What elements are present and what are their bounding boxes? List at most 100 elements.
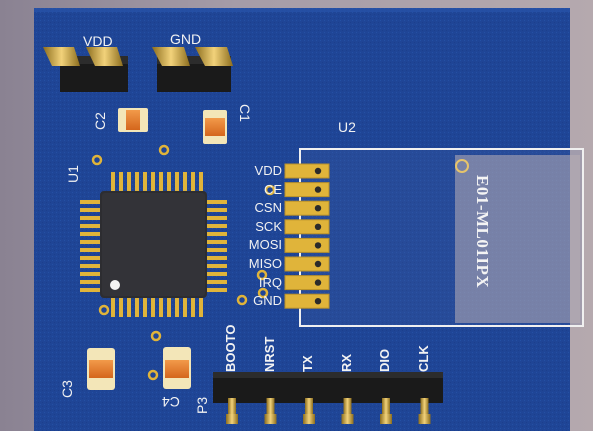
ic-pin — [80, 208, 101, 212]
u2-pad-hole — [314, 260, 322, 268]
ic-pin — [206, 232, 227, 236]
u2-pad-row — [284, 163, 330, 309]
u2-pad — [284, 200, 330, 216]
u2-pad — [284, 237, 330, 253]
header-pin-icon — [266, 398, 275, 418]
header-pin-icon — [303, 414, 315, 424]
qfp-ic-icon — [80, 172, 227, 317]
header-pin-icon — [343, 398, 352, 418]
rf-module-antenna-overhang — [455, 155, 580, 323]
ic-pin — [143, 297, 147, 317]
ic-pin — [111, 297, 115, 317]
header-pin-icon — [418, 414, 431, 424]
p3-label: P3 — [194, 396, 210, 414]
u1-label: U1 — [65, 165, 81, 183]
ic-pin — [206, 224, 227, 228]
p3-pin-label: DIO — [377, 348, 392, 372]
u2-pad-hole — [314, 242, 322, 249]
u2-pin-label: MOSI — [248, 237, 282, 253]
via-icon — [455, 159, 469, 173]
smd-capacitor-icon — [87, 348, 115, 390]
p3-pin-label: RX — [338, 353, 354, 372]
p3-pin-label: BOOTO — [223, 324, 238, 372]
p3-pin-label: TX — [300, 355, 315, 372]
ic-pin — [183, 297, 187, 317]
header-pin-icon — [341, 414, 354, 424]
u2-pin-label: CE — [263, 181, 282, 197]
u2-pad-hole — [314, 167, 322, 175]
ic-pin — [206, 248, 227, 252]
u2-pin-label: CSN — [254, 200, 282, 216]
ic-pin — [80, 240, 101, 244]
ic-pin — [175, 297, 179, 317]
u2-pad — [284, 256, 330, 272]
ic-pin — [199, 297, 203, 317]
u2-pad-hole — [314, 205, 322, 212]
u2-pad-hole — [314, 279, 322, 286]
ic-pin — [159, 297, 163, 317]
u2-pad-hole — [314, 186, 322, 193]
ic-pin — [119, 297, 123, 317]
ic-pin — [206, 200, 227, 204]
smd-capacitor-icon — [163, 347, 191, 389]
ic-pin — [191, 297, 195, 317]
u2-pin-label: GND — [253, 293, 282, 309]
header-pin-icon — [380, 414, 392, 424]
c2-label: C2 — [92, 112, 108, 130]
ic-pin — [143, 172, 147, 192]
ic-pin — [80, 224, 101, 228]
gnd-header-label: GND — [170, 31, 202, 47]
header-pin-icon — [305, 398, 313, 418]
ic-pin — [206, 256, 227, 260]
header-pin-icon — [195, 47, 233, 66]
ic-pin — [80, 264, 101, 268]
u2-pin-label: VDD — [254, 163, 282, 178]
ic-pin — [135, 297, 139, 317]
ic-pin — [206, 264, 227, 268]
ic-pin — [80, 272, 101, 276]
ic-pin — [167, 172, 171, 192]
u2-pad — [284, 293, 330, 309]
header-pin-icon — [420, 398, 429, 418]
ic-pin — [80, 232, 101, 236]
ic-pin — [80, 280, 101, 284]
u2-pin-label: IRQ — [258, 274, 282, 290]
ic-pin — [151, 172, 155, 192]
ic-pin — [206, 216, 227, 220]
smd-capacitor-icon — [118, 108, 148, 132]
rf-module-outline — [299, 148, 584, 327]
vdd-header — [43, 47, 128, 92]
p3-pin-label: CLK — [415, 345, 431, 372]
u2-label: U2 — [338, 119, 356, 135]
p3-pin-label: NRST — [261, 336, 277, 372]
ic-pin — [151, 297, 155, 317]
ic-pin — [127, 297, 131, 317]
u2-pad — [284, 182, 330, 198]
c4-label: C4 — [162, 394, 180, 410]
smd-capacitor-icon — [203, 110, 227, 144]
vdd-header-label: VDD — [83, 33, 113, 49]
header-pin-icon — [43, 47, 80, 66]
u2-pin-label: SCK — [255, 218, 282, 234]
gnd-header — [152, 47, 233, 92]
u2-pad — [284, 219, 330, 235]
ic-pin — [80, 288, 101, 292]
ic-pin — [191, 172, 195, 192]
ic-pin — [127, 172, 131, 192]
header-pin-icon — [86, 47, 123, 66]
module-part-number: E01-ML01IPX — [473, 175, 492, 289]
c3-label: C3 — [59, 380, 75, 398]
ic-pin — [206, 208, 227, 212]
ic-pin — [135, 172, 139, 192]
ic-pin — [119, 172, 123, 192]
ic-pin — [175, 172, 179, 192]
ic-pin — [80, 248, 101, 252]
u2-pin-label: MISO — [248, 256, 282, 271]
ic-pin — [206, 272, 227, 276]
header-pin-icon — [152, 47, 190, 66]
ic-pin — [80, 200, 101, 204]
u2-pad-hole — [314, 298, 322, 305]
c1-label: C1 — [237, 104, 253, 122]
pin1-marker — [110, 280, 120, 290]
